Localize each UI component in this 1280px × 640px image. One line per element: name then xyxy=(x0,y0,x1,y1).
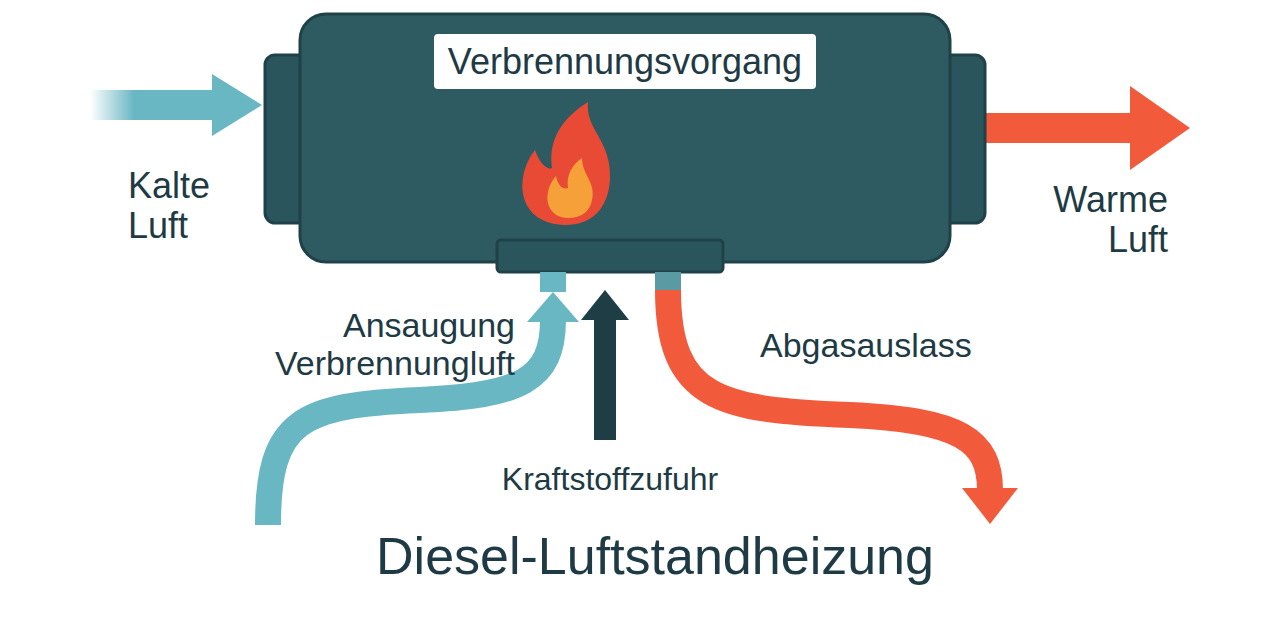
exhaust-arrow xyxy=(668,290,1018,524)
warm-air-label: Warme Luft xyxy=(1010,180,1168,261)
warm-air-arrow xyxy=(985,86,1190,170)
fuel-arrow xyxy=(581,290,629,440)
process-label: Verbrennungsvorgang xyxy=(434,34,816,89)
fuel-label: Kraftstoffzufuhr xyxy=(470,462,750,498)
flame-icon xyxy=(522,102,610,225)
exhaust-label: Abgasauslass xyxy=(760,326,1060,364)
cold-air-label: Kalte Luft xyxy=(128,166,248,247)
intake-label: Ansaugung Verbrennungluft xyxy=(180,306,515,382)
diagram-title: Diesel-Luftstandheizung xyxy=(376,528,934,585)
cold-air-arrow xyxy=(90,74,262,136)
heater-housing xyxy=(265,14,985,292)
heater-node: Verbrennungsvorgang xyxy=(300,14,950,262)
